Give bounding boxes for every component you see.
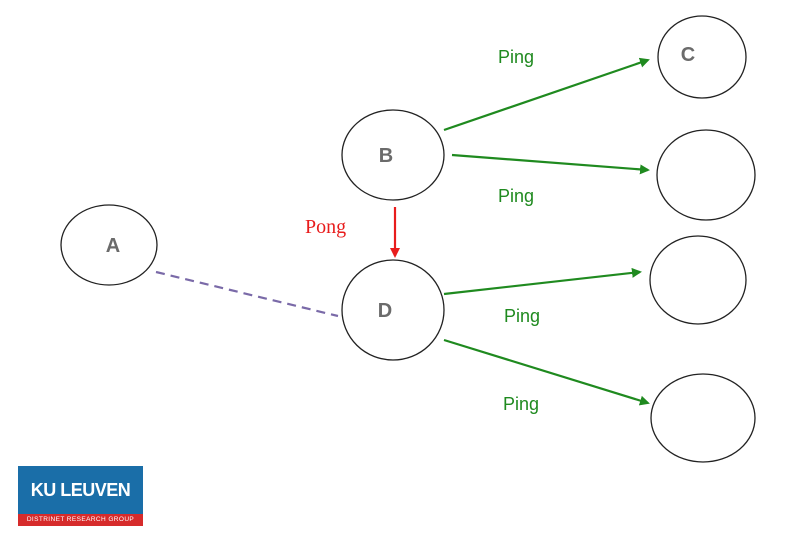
node-a-circle [60,204,158,286]
node-e-circle [656,129,756,221]
node-d-circle [341,259,445,361]
ping-label-d-to-f: Ping [504,306,540,326]
node-g-circle [650,373,756,463]
ping-arrow-b-to-e [451,153,650,175]
ping-arrow-b-to-c [443,57,650,132]
logo-title: KU LEUVEN [18,466,143,514]
dashed-link-a-d [155,270,339,318]
pong-label-b-to-d: Pong [305,216,346,238]
ping-label-d-to-g: Ping [503,394,539,414]
ku-leuven-logo: KU LEUVEN DISTRINET RESEARCH GROUP [18,466,143,526]
node-c-circle [657,15,747,99]
ping-arrow-d-to-g [443,338,650,406]
ping-label-b-to-c: Ping [498,47,534,67]
ping-label-b-to-e: Ping [498,186,534,206]
node-b-circle [341,109,445,201]
node-d-label: D [378,300,392,322]
logo-subtitle: DISTRINET RESEARCH GROUP [18,514,143,526]
ping-arrow-d-to-f [443,267,642,296]
node-f-circle [649,235,747,325]
node-a-label: A [106,235,120,257]
node-b-label: B [379,145,393,167]
node-c-label: C [681,44,695,66]
